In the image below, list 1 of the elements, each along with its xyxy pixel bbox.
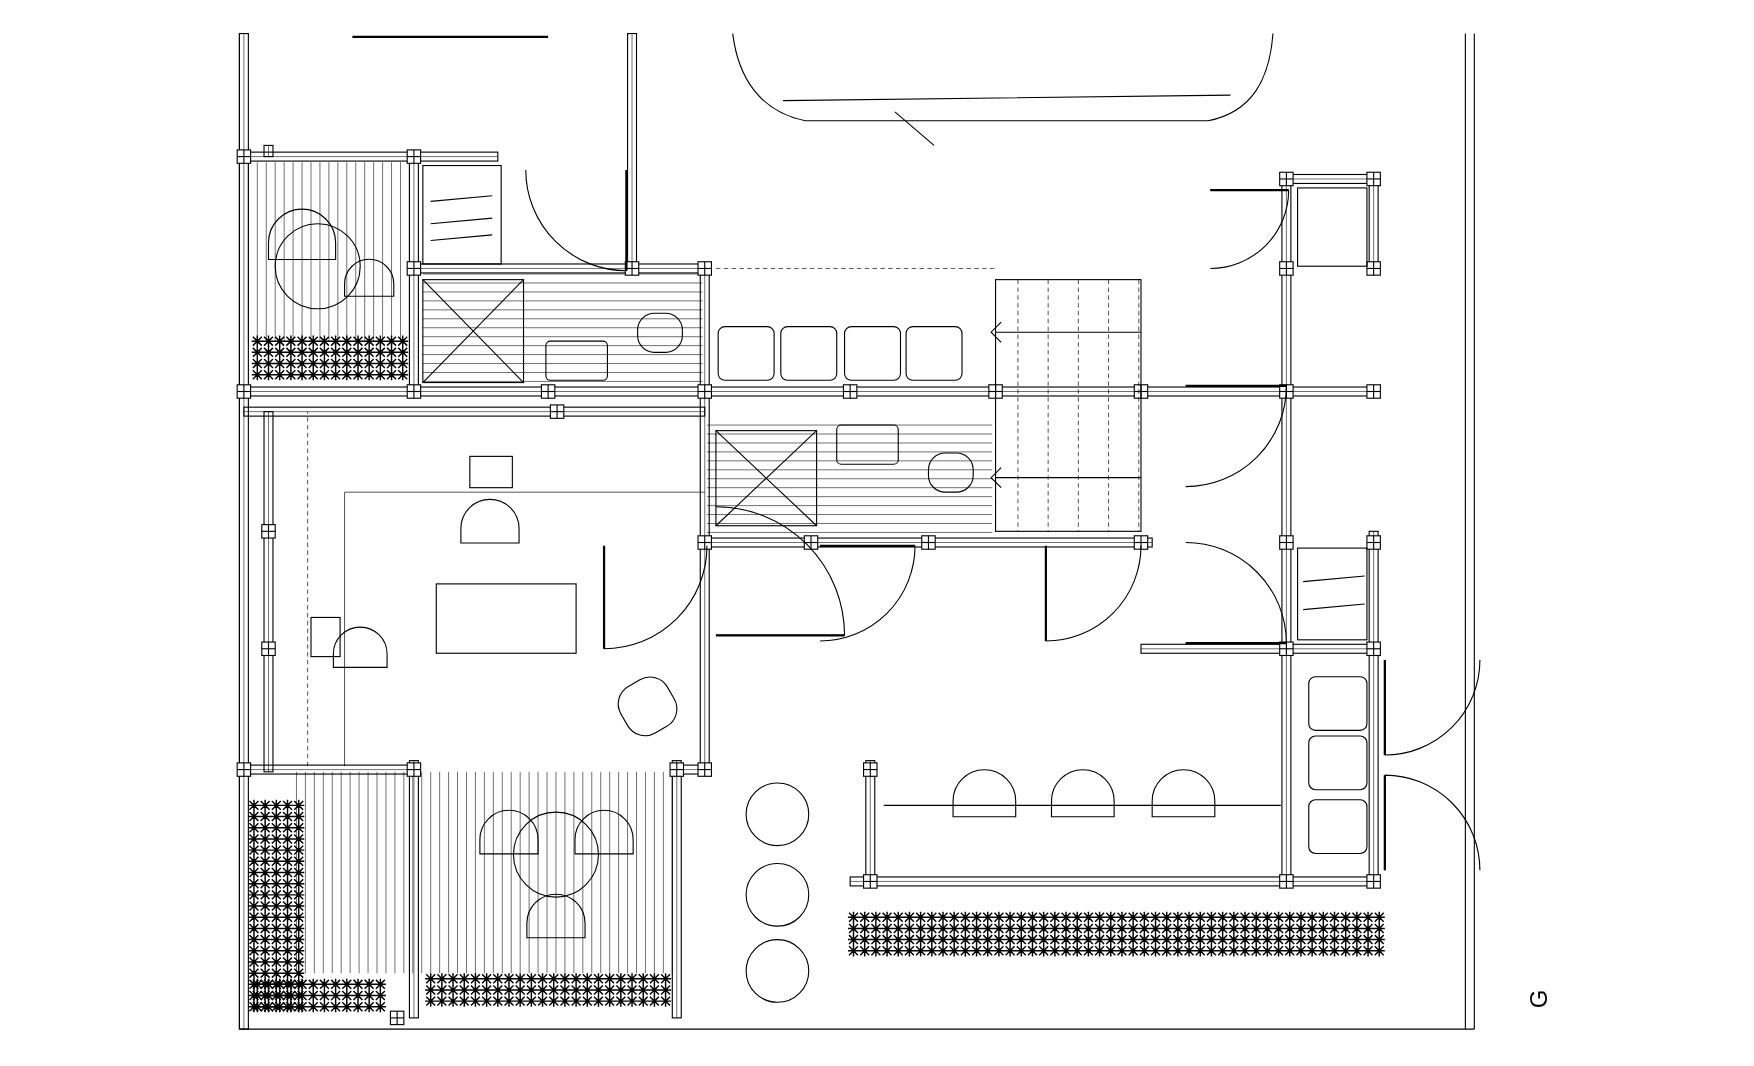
floor-label: G bbox=[1525, 989, 1554, 1009]
